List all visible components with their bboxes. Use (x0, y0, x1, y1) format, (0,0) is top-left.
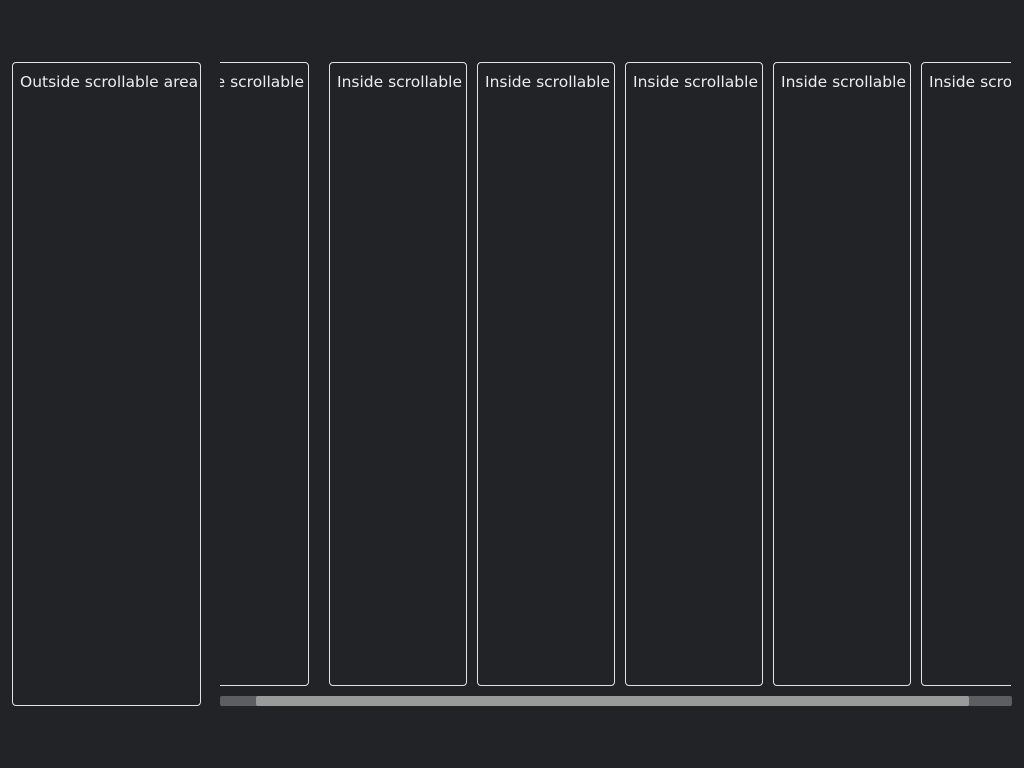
outside-panel-label: Outside scrollable area (20, 73, 199, 91)
inner-panel-label: Inside scrollable area (929, 73, 1011, 91)
horizontal-scroll-area[interactable]: Inside scrollable area Inside scrollable… (220, 62, 1011, 686)
inner-panel-label: Inside scrollable area (485, 73, 614, 91)
inner-panel-label: Inside scrollable area (220, 73, 308, 91)
scrollbar-thumb[interactable] (256, 696, 969, 706)
inner-panel-label: Inside scrollable area (781, 73, 910, 91)
inner-panel-5: Inside scrollable area (773, 62, 911, 686)
inner-panel-6: Inside scrollable area (921, 62, 1011, 686)
inner-panel-3: Inside scrollable area (477, 62, 615, 686)
inner-panel-label: Inside scrollable area (337, 73, 466, 91)
inner-panel-4: Inside scrollable area (625, 62, 763, 686)
outside-scrollable-panel: Outside scrollable area (12, 62, 201, 706)
scroll-content: Inside scrollable area Inside scrollable… (220, 62, 1011, 686)
horizontal-scrollbar[interactable] (220, 696, 1012, 706)
inner-panel-2: Inside scrollable area (329, 62, 467, 686)
inner-panel-label: Inside scrollable area (633, 73, 762, 91)
inner-panel-1: Inside scrollable area (220, 62, 309, 686)
